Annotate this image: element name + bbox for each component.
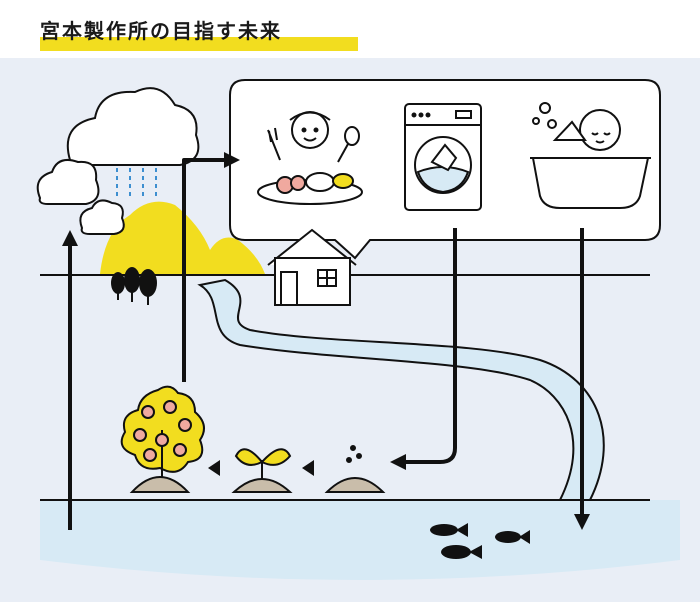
page-title: 宮本製作所の目指す未来 [40, 19, 282, 43]
title-highlight [40, 37, 358, 51]
bath-icon [530, 102, 651, 209]
tree-icon [111, 267, 157, 305]
river-icon [197, 278, 605, 501]
seed-icon [324, 445, 386, 493]
fish-icon [430, 523, 530, 559]
meal-icon [257, 111, 363, 205]
water-area [40, 500, 680, 580]
arrow-icon [182, 152, 240, 382]
arrow-icon [302, 460, 314, 476]
arrow-icon [208, 460, 220, 476]
cloud-icon [36, 87, 200, 235]
sprout-icon [231, 448, 293, 493]
washing-machine-icon [404, 103, 482, 211]
fruit-tree-icon [120, 385, 205, 493]
arrow-icon [390, 228, 457, 470]
rain-icon [116, 168, 157, 198]
title-block: 宮本製作所の目指す未来 [40, 16, 358, 56]
house-icon [267, 228, 357, 306]
